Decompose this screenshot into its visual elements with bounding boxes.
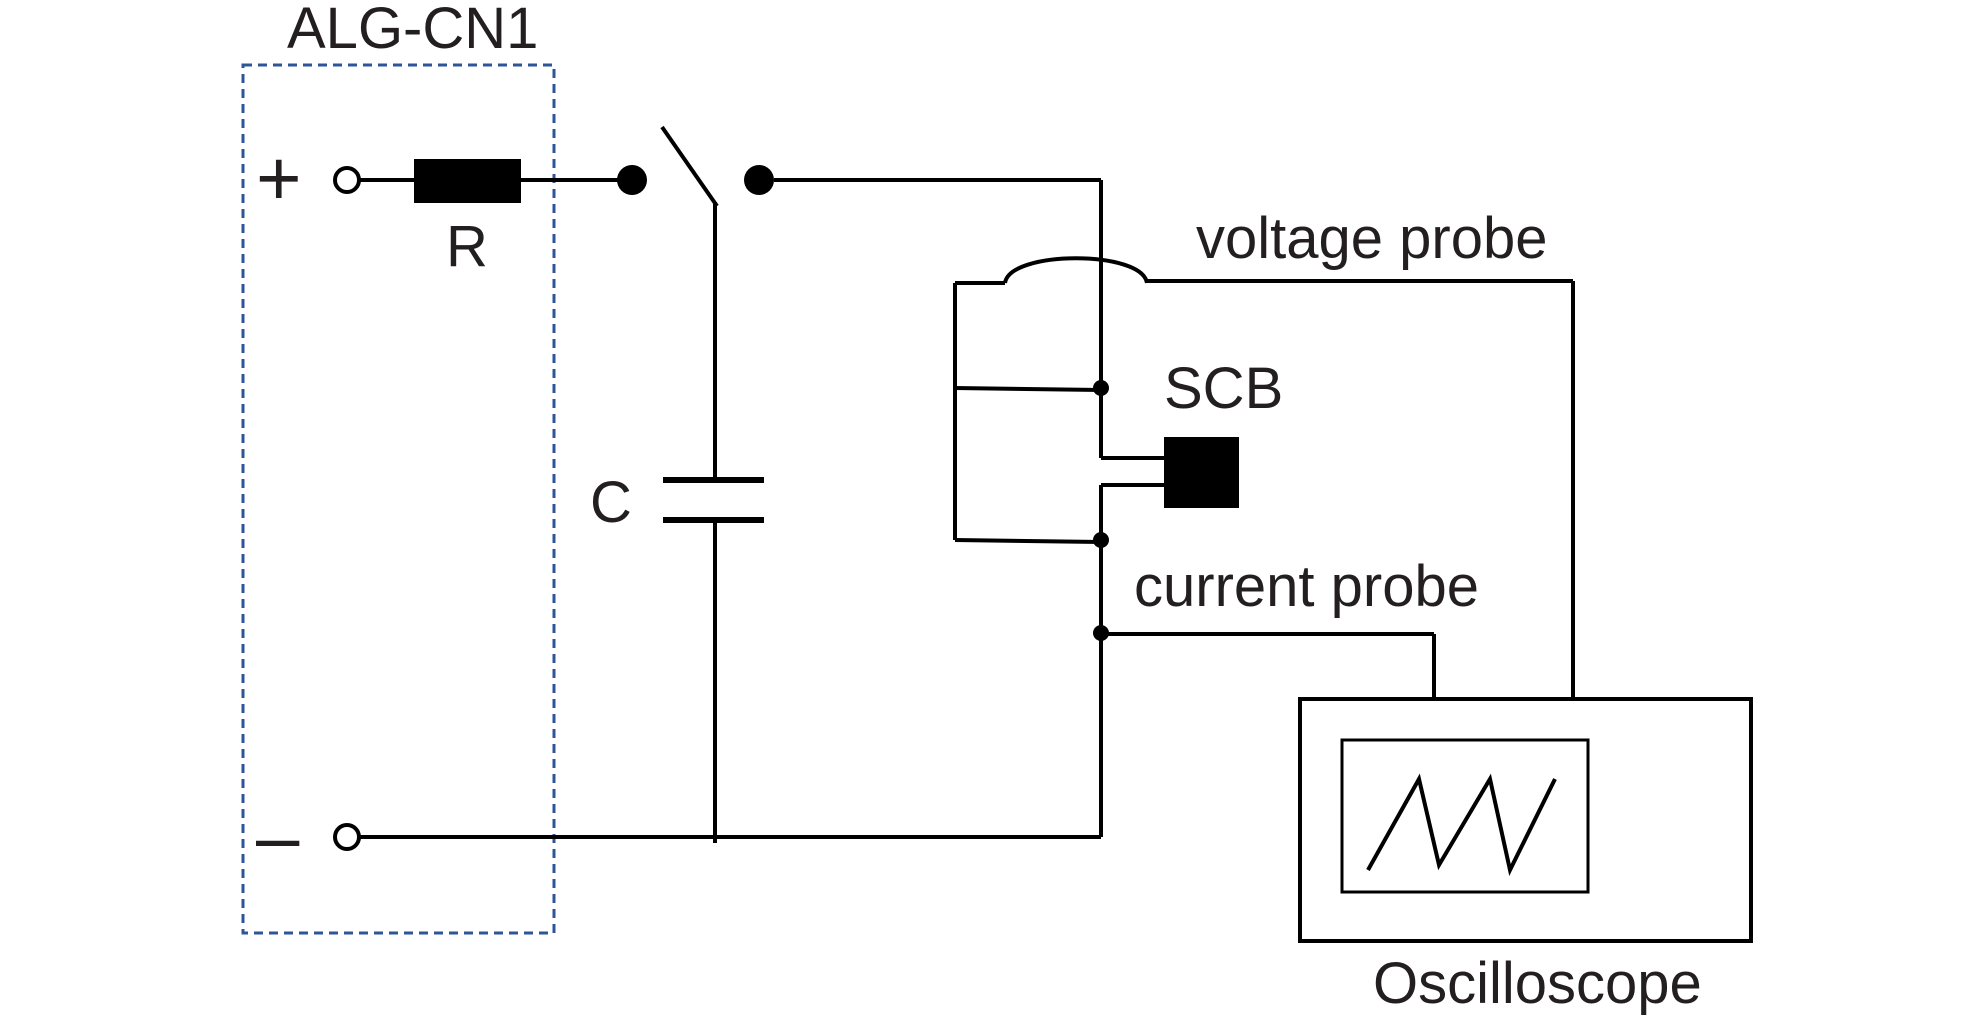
oscilloscope-waveform: [1366, 773, 1557, 876]
current-probe-label: current probe: [1134, 554, 1479, 619]
negative-terminal: [333, 823, 361, 851]
wire-crossover-hop: [1003, 256, 1149, 284]
plus-sign: +: [256, 134, 302, 222]
module-boundary: [241, 63, 556, 935]
voltage-tap-top: [954, 386, 1102, 392]
switch-blade: [660, 125, 719, 208]
minus-sign: –: [256, 792, 300, 880]
voltage-probe-label: voltage probe: [1196, 206, 1547, 271]
capacitor-label: C: [590, 470, 632, 535]
positive-terminal: [333, 166, 361, 194]
oscilloscope-label: Oscilloscope: [1373, 951, 1702, 1016]
switch-contact-right: [744, 165, 774, 195]
scb-chip: [1164, 437, 1239, 508]
oscilloscope-screen: [1340, 738, 1590, 894]
resistor: [414, 159, 521, 203]
voltage-tap-bottom: [954, 538, 1102, 544]
resistor-label: R: [446, 214, 488, 279]
oscilloscope-body: [1298, 697, 1753, 943]
switch-contact-left: [617, 165, 647, 195]
module-label: ALG-CN1: [287, 0, 538, 61]
scb-label: SCB: [1164, 356, 1283, 421]
